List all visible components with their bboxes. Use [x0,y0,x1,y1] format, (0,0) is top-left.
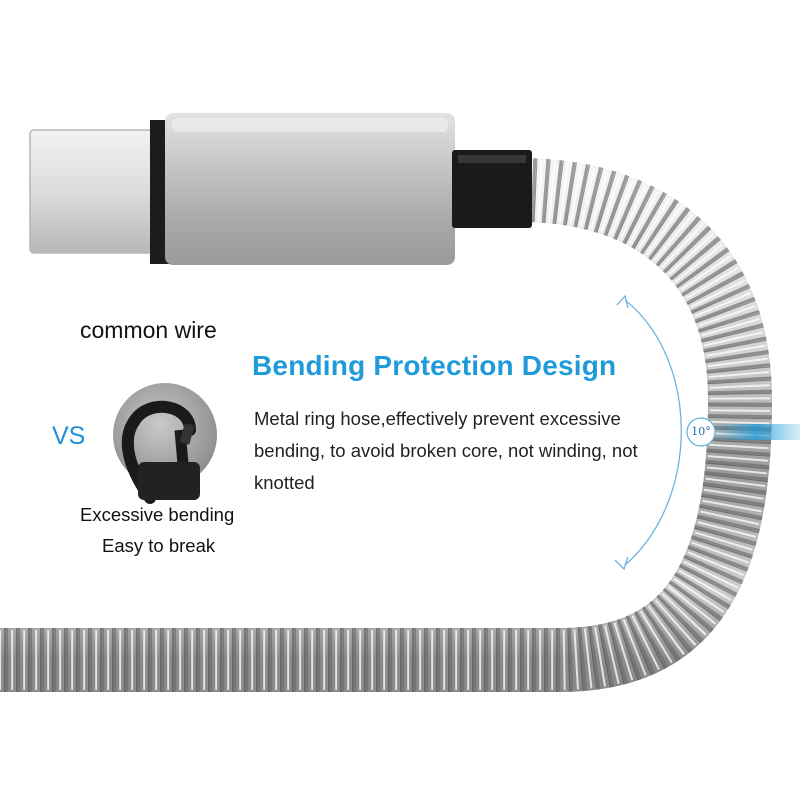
bent-cable-icon [113,383,217,504]
bend-arc-arrow-icon [614,294,800,571]
common-wire-label: common wire [80,317,217,343]
headline: Bending Protection Design [252,350,617,381]
feature-description: Metal ring hose,effectively prevent exce… [254,408,638,493]
usb-c-connector-icon [29,113,532,265]
caption-easy-to-break: Easy to break [102,535,216,556]
caption-excessive-bending: Excessive bending [80,504,235,525]
angle-label: 10° [691,425,711,438]
metal-spring-hose-icon [0,158,773,692]
vs-label: VS [52,422,86,450]
